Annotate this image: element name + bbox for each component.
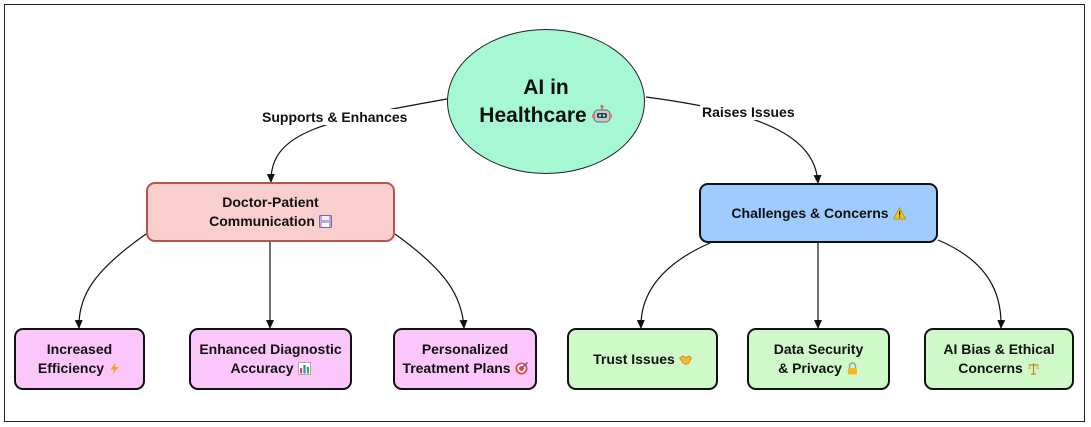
leaf-node-diagnostic-accuracy[interactable]: Enhanced Diagnostic Accuracy	[189, 328, 352, 390]
leaf-node-data-security[interactable]: Data Security & Privacy	[747, 328, 890, 390]
leaf-label: Enhanced Diagnostic Accuracy	[199, 341, 342, 376]
warning-icon	[892, 206, 906, 219]
branch-label-challenges: Challenges & Concerns	[731, 204, 889, 221]
target-icon	[515, 362, 528, 375]
leaf-node-increased-efficiency[interactable]: Increased Efficiency	[14, 328, 145, 390]
edge-root-to-challenges	[645, 96, 822, 184]
branch-node-challenges[interactable]: Challenges & Concerns	[699, 183, 938, 243]
lock-icon	[847, 362, 857, 375]
leaf-label: Data Security & Privacy	[773, 341, 864, 376]
root-node-ai-in-healthcare[interactable]: AI in Healthcare	[447, 29, 645, 174]
floppy-disk-icon	[318, 215, 332, 228]
diagram-frame	[4, 4, 1085, 422]
handshake-icon	[678, 355, 692, 365]
edge-doctor-to-treatment	[394, 233, 468, 329]
edge-label-supports: Supports & Enhances	[260, 109, 410, 125]
edge-root-to-doctor	[266, 98, 448, 183]
leaf-label: Increased Efficiency	[37, 341, 113, 376]
edge-doctor-to-efficiency	[74, 233, 147, 329]
edge-challenges-to-trust	[636, 242, 711, 329]
leaf-node-ai-bias-ethics[interactable]: AI Bias & Ethical Concerns	[924, 328, 1074, 390]
leaf-label: Trust Issues	[593, 350, 675, 367]
edge-label-raises: Raises Issues	[700, 104, 797, 120]
leaf-node-trust-issues[interactable]: Trust Issues	[567, 328, 718, 390]
robot-icon	[591, 104, 612, 122]
root-label: AI in Healthcare	[479, 75, 587, 127]
bar-chart-icon	[297, 362, 311, 375]
leaf-label: Personalized Treatment Plans	[402, 341, 511, 376]
scales-icon	[1027, 363, 1040, 375]
edge-challenges-to-bias	[937, 239, 1006, 329]
branch-label-doctor-patient: Doctor-Patient Communication	[209, 194, 319, 229]
lightning-icon	[110, 362, 119, 375]
leaf-node-personalized-treatment[interactable]: Personalized Treatment Plans	[393, 328, 537, 390]
branch-node-doctor-patient[interactable]: Doctor-Patient Communication	[146, 182, 395, 242]
leaf-label: AI Bias & Ethical Concerns	[943, 341, 1055, 376]
